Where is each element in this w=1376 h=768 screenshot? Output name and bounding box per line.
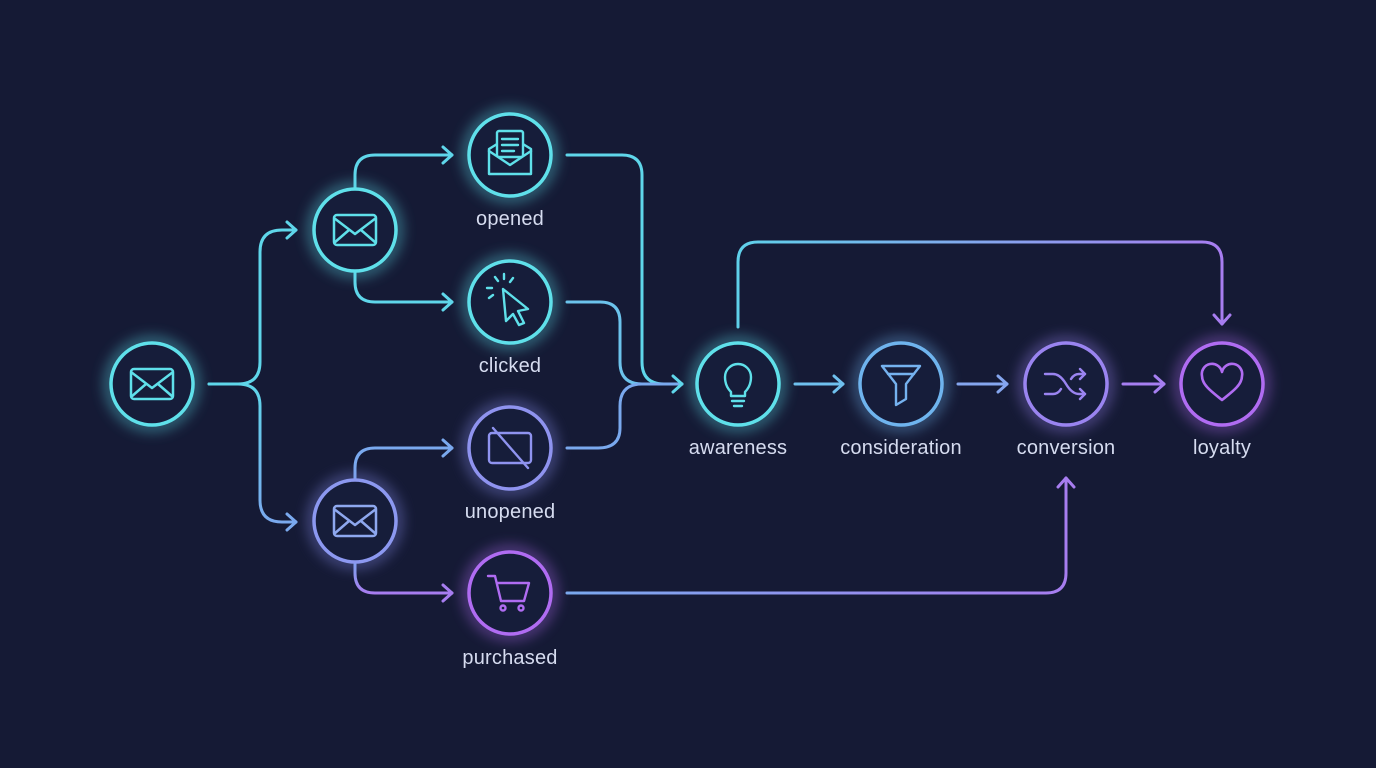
node-email-a (308, 183, 402, 277)
funnel-icon (880, 364, 922, 407)
node-unopened (463, 401, 557, 495)
heart-icon (1200, 362, 1244, 402)
shuffle-icon (1043, 367, 1087, 401)
node-awareness (691, 337, 785, 431)
envelope-icon (332, 213, 378, 247)
arrowhead (671, 374, 684, 394)
edge-root-email-a (207, 228, 298, 386)
arrowhead (1212, 313, 1232, 326)
crossed-envelope-icon (487, 426, 533, 470)
node-consideration (854, 337, 948, 431)
edge-awareness-loyalty (736, 240, 1224, 329)
node-loyalty (1175, 337, 1269, 431)
lightbulb-icon (723, 362, 753, 408)
arrowhead (285, 512, 298, 532)
label-unopened: unopened (464, 501, 556, 523)
envelope-icon (129, 367, 175, 401)
edge-email-a-clicked (353, 270, 454, 304)
edge-clicked-awareness (565, 300, 684, 386)
edge-unopened-awareness (565, 382, 684, 450)
arrowhead (441, 438, 454, 458)
label-opened: opened (476, 208, 544, 230)
node-purchased (463, 546, 557, 640)
arrowhead (441, 145, 454, 165)
label-awareness: awareness (688, 437, 788, 459)
connectors (207, 145, 1232, 603)
arrowhead (1153, 374, 1166, 394)
arrowhead (285, 220, 298, 240)
node-clicked (463, 255, 557, 349)
edge-email-b-purchased (353, 562, 454, 595)
edge-purchased-conversion (565, 476, 1068, 595)
open-envelope-icon (487, 129, 533, 176)
arrowhead (832, 374, 845, 394)
label-purchased: purchased (462, 647, 558, 669)
shopping-cart-icon (486, 574, 531, 612)
edge-email-b-unopened (353, 446, 454, 480)
node-email-b (308, 474, 402, 568)
label-clicked: clicked (478, 355, 542, 377)
edge-root-email-b (207, 382, 298, 524)
node-conversion (1019, 337, 1113, 431)
label-consideration: consideration (840, 437, 962, 459)
arrowhead (441, 292, 454, 312)
label-loyalty: loyalty (1192, 437, 1252, 459)
envelope-icon (332, 504, 378, 538)
arrowhead (1056, 476, 1076, 489)
edge-opened-awareness (565, 153, 684, 386)
node-root (105, 337, 199, 431)
arrowhead (441, 583, 454, 603)
edge-email-a-opened (353, 153, 454, 190)
cursor-click-icon (485, 272, 530, 327)
label-conversion: conversion (1016, 437, 1116, 459)
node-opened (463, 108, 557, 202)
arrowhead (996, 374, 1009, 394)
